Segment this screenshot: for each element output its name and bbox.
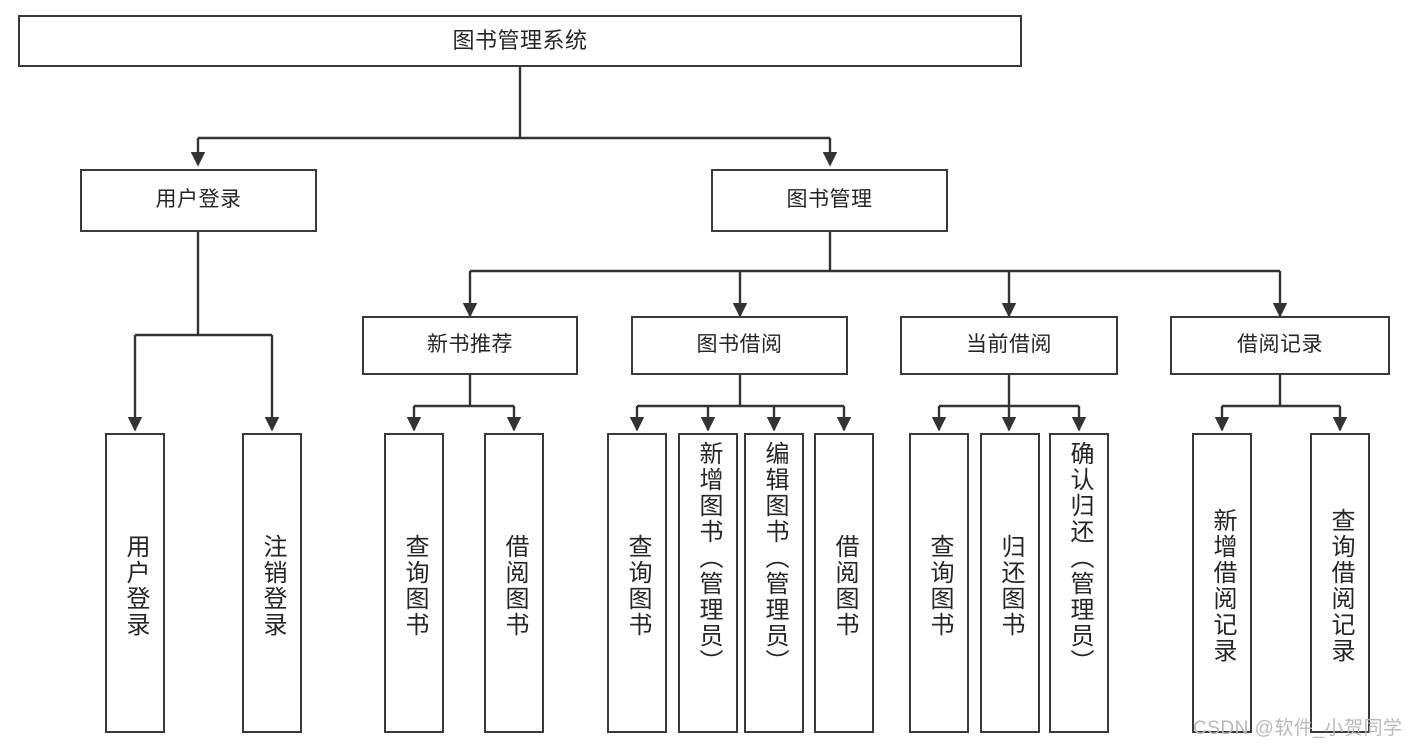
leaf-current-borrow-query-books[interactable]: 查询图书 [909, 433, 969, 733]
leaf-borrow-record-add-record[interactable]: 新增借阅记录 [1192, 433, 1252, 733]
node-label: 图书管理系统 [452, 28, 588, 54]
node-label: 图书借阅 [696, 333, 783, 357]
node-label: 当前借阅 [966, 333, 1052, 357]
node-label: 确认归还（管理员） [1066, 441, 1093, 675]
leaf-current-borrow-confirm-return-admin[interactable]: 确认归还（管理员） [1049, 433, 1109, 733]
node-borrow-records[interactable]: 借阅记录 [1170, 316, 1390, 375]
node-new-book-recommendation[interactable]: 新书推荐 [362, 316, 578, 375]
leaf-new-book-borrow-books[interactable]: 借阅图书 [484, 433, 544, 733]
node-label: 查询借阅记录 [1327, 508, 1354, 664]
leaf-book-borrow-add-book-admin[interactable]: 新增图书（管理员） [678, 433, 738, 733]
leaf-new-book-query-books[interactable]: 查询图书 [384, 433, 444, 733]
leaf-book-borrow-edit-book-admin[interactable]: 编辑图书（管理员） [744, 433, 804, 733]
node-label: 查询图书 [926, 534, 953, 638]
node-label: 用户登录 [122, 534, 149, 638]
leaf-borrow-record-query-record[interactable]: 查询借阅记录 [1310, 433, 1370, 733]
node-label: 用户登录 [155, 188, 242, 212]
node-label: 新增图书（管理员） [695, 441, 722, 675]
node-book-borrowing[interactable]: 图书借阅 [631, 316, 848, 375]
node-label: 借阅记录 [1237, 333, 1323, 357]
leaf-book-borrow-borrow-books[interactable]: 借阅图书 [814, 433, 874, 733]
node-label: 查询图书 [624, 534, 651, 638]
node-label: 归还图书 [997, 534, 1024, 638]
watermark-text: CSDN @软件_小贺同学 [1193, 718, 1403, 739]
leaf-current-borrow-return-books[interactable]: 归还图书 [980, 433, 1040, 733]
node-label: 图书管理 [786, 188, 873, 212]
node-current-borrowing[interactable]: 当前借阅 [900, 316, 1118, 375]
node-label: 查询图书 [401, 534, 428, 638]
node-label: 借阅图书 [831, 534, 858, 638]
node-book-management[interactable]: 图书管理 [711, 169, 948, 232]
node-label: 编辑图书（管理员） [761, 441, 788, 675]
leaf-book-borrow-query-books[interactable]: 查询图书 [607, 433, 667, 733]
node-label: 注销登录 [259, 534, 286, 638]
node-user-login[interactable]: 用户登录 [80, 169, 317, 232]
leaf-user-login-logout[interactable]: 注销登录 [242, 433, 302, 733]
leaf-user-login-login[interactable]: 用户登录 [105, 433, 165, 733]
node-label: 新书推荐 [427, 333, 513, 357]
node-label: 新增借阅记录 [1209, 508, 1236, 664]
node-root-book-management-system[interactable]: 图书管理系统 [18, 15, 1022, 67]
node-label: 借阅图书 [501, 534, 528, 638]
